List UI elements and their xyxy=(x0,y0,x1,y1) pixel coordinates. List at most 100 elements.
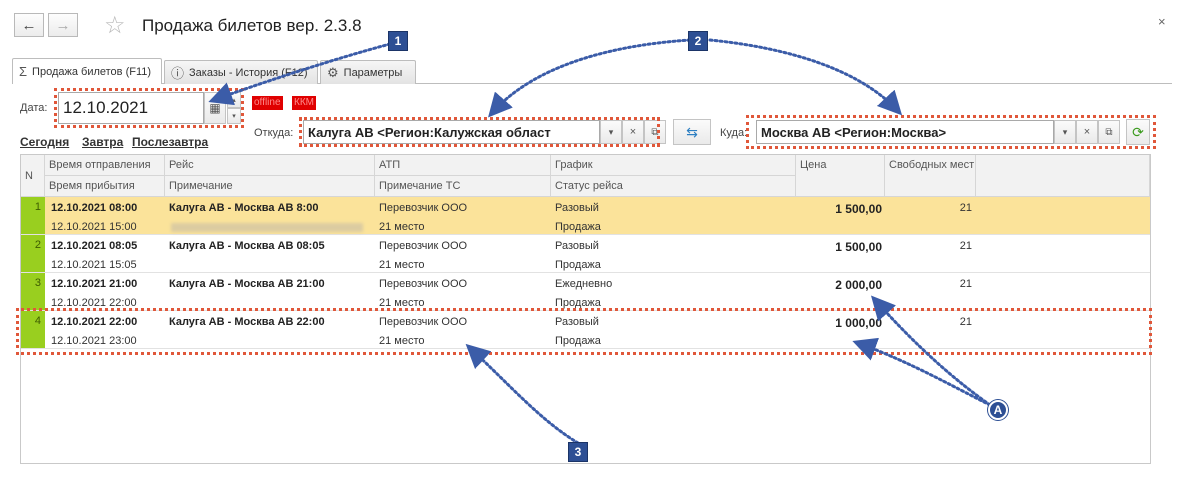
departure-time: 12.10.2021 21:00 xyxy=(51,278,138,290)
swap-stations-button[interactable]: ⇆ xyxy=(673,119,711,145)
arrival-time: 12.10.2021 15:00 xyxy=(51,221,137,233)
chevron-down-icon: ▾ xyxy=(608,126,614,137)
header-arrival[interactable]: Время прибытия xyxy=(45,176,165,197)
trip-status: Продажа xyxy=(555,221,601,233)
schedule: Ежедневно xyxy=(555,278,613,290)
departure-time: 12.10.2021 08:00 xyxy=(51,202,138,214)
route-name: Калуга АВ - Москва АВ 22:00 xyxy=(169,316,325,328)
clear-icon: × xyxy=(1083,126,1091,138)
from-input[interactable]: Калуга АВ <Регион:Калужская област xyxy=(303,120,600,144)
schedule: Разовый xyxy=(555,240,599,252)
tab-orders-history[interactable]: ⓘ Заказы - История (F12) xyxy=(164,60,318,84)
arrow-left-icon: ← xyxy=(21,16,37,34)
ts-note: 21 место xyxy=(379,221,425,233)
tab-parameters[interactable]: ⚙ Параметры xyxy=(320,60,416,84)
header-route[interactable]: Рейс xyxy=(165,155,375,176)
free-seats: 21 xyxy=(959,278,972,290)
favorite-star-icon[interactable]: ☆ xyxy=(104,12,126,39)
table-row[interactable]: 3 12.10.2021 21:00 12.10.2021 22:00 Калу… xyxy=(21,273,1150,311)
highlight-from-box xyxy=(299,117,660,147)
atp-name: Перевозчик ООО xyxy=(379,202,468,214)
open-window-icon: ⧉ xyxy=(651,126,659,138)
tomorrow-link[interactable]: Завтра xyxy=(82,135,124,149)
forward-button[interactable]: → xyxy=(48,13,78,37)
ts-note: 21 место xyxy=(379,297,425,309)
header-schedule[interactable]: График xyxy=(551,155,796,176)
atp-name: Перевозчик ООО xyxy=(379,240,468,252)
header-seats[interactable]: Свободных мест xyxy=(885,155,976,197)
to-clear-button[interactable]: × xyxy=(1076,120,1098,144)
marker-3: 3 xyxy=(568,442,588,462)
day-after-tomorrow-link[interactable]: Послезавтра xyxy=(132,135,209,149)
date-label: Дата: xyxy=(20,102,48,114)
price: 1 500,00 xyxy=(835,202,882,216)
today-link[interactable]: Сегодня xyxy=(20,135,70,149)
date-input[interactable]: 12.10.2021 xyxy=(58,92,204,124)
header-departure[interactable]: Время отправления xyxy=(45,155,165,176)
from-open-button[interactable]: ⧉ xyxy=(644,120,666,144)
arrow-right-icon: → xyxy=(55,16,71,34)
header-atp[interactable]: АТП xyxy=(375,155,551,176)
to-open-button[interactable]: ⧉ xyxy=(1098,120,1120,144)
trip-status: Продажа xyxy=(555,259,601,271)
header-price[interactable]: Цена xyxy=(796,155,885,197)
row-number: 1 xyxy=(21,197,45,234)
to-label: Куда: xyxy=(720,127,748,139)
highlight-to-box xyxy=(746,115,1156,149)
price: 2 000,00 xyxy=(835,278,882,292)
price: 1 000,00 xyxy=(835,316,882,330)
marker-a: A xyxy=(988,400,1008,420)
header-status[interactable]: Статус рейса xyxy=(551,176,796,197)
ts-note: 21 место xyxy=(379,335,425,347)
header-n[interactable]: N xyxy=(21,155,45,197)
to-dropdown-button[interactable]: ▾ xyxy=(1054,120,1076,144)
trip-status: Продажа xyxy=(555,335,601,347)
calendar-icon: ▦ xyxy=(209,101,221,115)
refresh-button[interactable]: ⟳ xyxy=(1126,119,1150,145)
tab-ticket-sales[interactable]: Σ Продажа билетов (F11) xyxy=(12,58,162,84)
marker-2: 2 xyxy=(688,31,708,51)
atp-name: Перевозчик ООО xyxy=(379,278,468,290)
highlight-row-box xyxy=(16,308,1152,355)
ts-note: 21 место xyxy=(379,259,425,271)
route-name: Калуга АВ - Москва АВ 08:05 xyxy=(169,240,325,252)
table-row[interactable]: 4 12.10.2021 22:00 12.10.2021 23:00 Калу… xyxy=(21,311,1150,349)
clear-icon: × xyxy=(629,126,637,138)
header-note[interactable]: Примечание xyxy=(165,176,375,197)
blurred-note xyxy=(171,223,363,232)
arrival-time: 12.10.2021 15:05 xyxy=(51,259,137,271)
trip-status: Продажа xyxy=(555,297,601,309)
atp-name: Перевозчик ООО xyxy=(379,316,468,328)
close-icon[interactable]: × xyxy=(1158,14,1166,29)
offline-badge: offline xyxy=(252,96,283,110)
highlight-date-box xyxy=(54,88,244,128)
table-row[interactable]: 2 12.10.2021 08:05 12.10.2021 15:05 Калу… xyxy=(21,235,1150,273)
from-dropdown-button[interactable]: ▾ xyxy=(600,120,622,144)
row-number: 4 xyxy=(21,311,45,348)
free-seats: 21 xyxy=(959,240,972,252)
route-name: Калуга АВ - Москва АВ 8:00 xyxy=(169,202,319,214)
swap-icon: ⇆ xyxy=(686,123,698,140)
departure-time: 12.10.2021 22:00 xyxy=(51,316,138,328)
tab-label: Продажа билетов (F11) xyxy=(32,65,152,78)
row-number: 3 xyxy=(21,273,45,310)
marker-1: 1 xyxy=(388,31,408,51)
sigma-icon: Σ xyxy=(19,64,28,79)
refresh-icon: ⟳ xyxy=(1132,123,1144,140)
tab-bar-divider xyxy=(12,83,1172,84)
back-button[interactable]: ← xyxy=(14,13,44,37)
schedule: Разовый xyxy=(555,316,599,328)
arrival-time: 12.10.2021 23:00 xyxy=(51,335,137,347)
date-down-button[interactable]: ▾ xyxy=(227,108,241,124)
departure-time: 12.10.2021 08:05 xyxy=(51,240,138,252)
arrival-time: 12.10.2021 22:00 xyxy=(51,297,137,309)
schedule: Разовый xyxy=(555,202,599,214)
gear-icon: ⚙ xyxy=(327,64,339,80)
row-number: 2 xyxy=(21,235,45,272)
to-input[interactable]: Москва АВ <Регион:Москва> xyxy=(756,120,1054,144)
from-clear-button[interactable]: × xyxy=(622,120,644,144)
header-ts-note[interactable]: Примечание ТС xyxy=(375,176,551,197)
tab-label: Параметры xyxy=(343,66,403,79)
table-row[interactable]: 1 12.10.2021 08:00 12.10.2021 15:00 Калу… xyxy=(21,197,1150,235)
